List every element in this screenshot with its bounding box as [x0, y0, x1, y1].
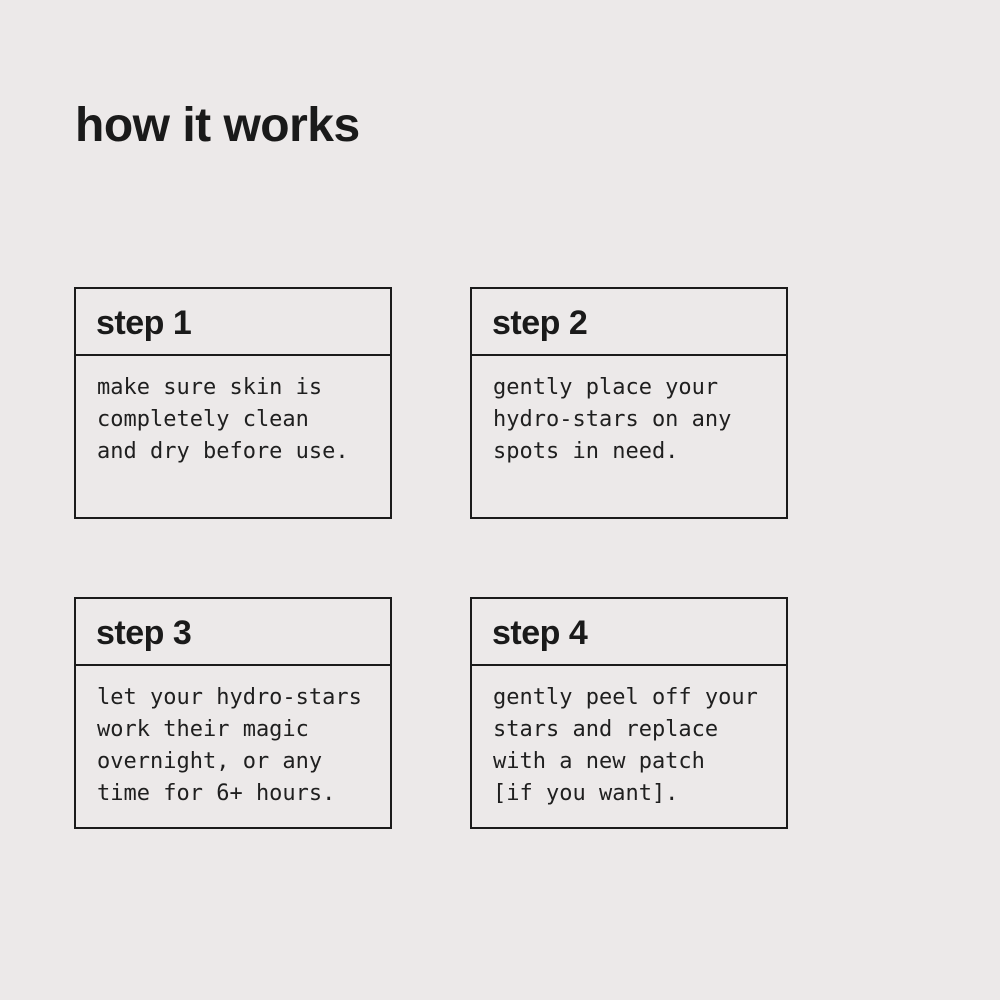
page-title: how it works: [75, 99, 360, 152]
step-4-description: gently peel off your stars and replace w…: [493, 685, 758, 806]
step-3-description: let your hydro-stars work their magic ov…: [97, 685, 362, 806]
step-4-label: step 4: [492, 614, 588, 652]
step-card-2: step 2 gently place your hydro-stars on …: [470, 287, 788, 519]
step-4-header: step 4: [472, 599, 786, 666]
step-3-label: step 3: [96, 614, 192, 652]
step-card-3: step 3 let your hydro-stars work their m…: [74, 597, 392, 829]
step-1-header: step 1: [76, 289, 390, 356]
step-2-header: step 2: [472, 289, 786, 356]
step-card-1: step 1 make sure skin is completely clea…: [74, 287, 392, 519]
step-3-header: step 3: [76, 599, 390, 666]
step-2-label: step 2: [492, 304, 588, 342]
step-card-4: step 4 gently peel off your stars and re…: [470, 597, 788, 829]
step-1-label: step 1: [96, 304, 192, 342]
steps-grid: step 1 make sure skin is completely clea…: [74, 287, 788, 829]
step-2-description: gently place your hydro-stars on any spo…: [493, 375, 732, 464]
step-1-description: make sure skin is completely clean and d…: [97, 375, 349, 464]
